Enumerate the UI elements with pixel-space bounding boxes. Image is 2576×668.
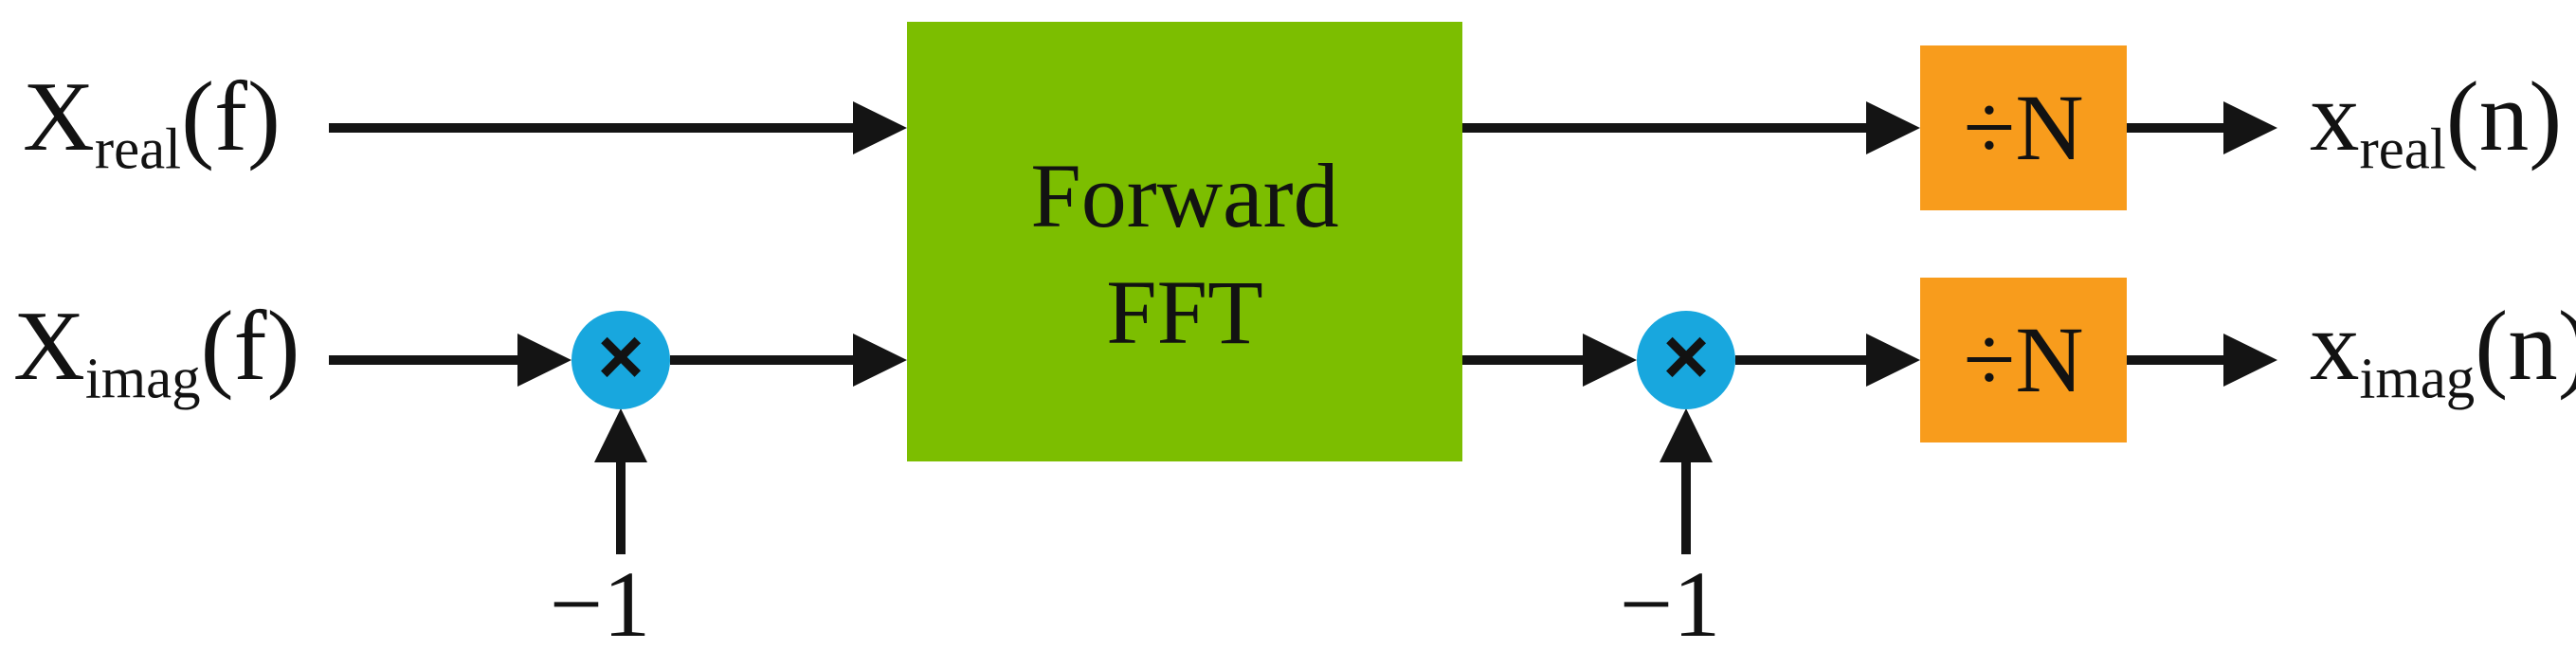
- signal-subscript: imag: [84, 347, 201, 411]
- negative-one-label-input: −1: [549, 551, 651, 657]
- signal-argument: (n): [2445, 61, 2563, 172]
- negative-one-label-output: −1: [1619, 551, 1721, 657]
- signal-label-output-real: xreal(n): [2310, 66, 2562, 178]
- signal-label-output-imag: ximag(n): [2310, 296, 2576, 407]
- multiply-icon: ×: [597, 312, 644, 401]
- signal-subscript: real: [94, 117, 182, 182]
- arrowhead-fft-input-imag-icon: [853, 334, 907, 387]
- arrowhead-divide-top-icon: [1866, 101, 1920, 154]
- divide-label: ÷N: [1963, 75, 2084, 180]
- arrowhead-input-multiplier-icon: [517, 334, 571, 387]
- arrowhead-neg-one-input-icon: [594, 408, 647, 462]
- arrowhead-neg-one-output-icon: [1660, 408, 1713, 462]
- signal-argument: (f): [181, 61, 281, 172]
- signal-base: X: [13, 290, 85, 401]
- signal-base: X: [23, 61, 95, 172]
- arrowhead-divide-bottom-icon: [1866, 334, 1920, 387]
- signal-argument: (n): [2475, 290, 2576, 401]
- signal-subscript: imag: [2359, 347, 2476, 411]
- signal-subscript: real: [2359, 117, 2446, 182]
- multiplier-node-input: ×: [571, 311, 670, 409]
- arrowhead-input-real-icon: [853, 101, 907, 154]
- signal-base: x: [2310, 61, 2360, 172]
- multiply-icon: ×: [1662, 312, 1710, 401]
- multiplier-node-output: ×: [1637, 311, 1735, 409]
- signal-label-input-real: Xreal(f): [23, 66, 281, 178]
- divide-by-n-block-top: ÷N: [1920, 45, 2127, 210]
- signal-label-input-imag: Ximag(f): [13, 296, 300, 407]
- arrowhead-output-multiplier-icon: [1583, 334, 1637, 387]
- forward-fft-block: Forward FFT: [907, 22, 1462, 461]
- signal-argument: (f): [200, 290, 300, 401]
- fft-label-line2: FFT: [1106, 262, 1263, 363]
- divide-by-n-block-bottom: ÷N: [1920, 278, 2127, 442]
- arrowhead-output-imag-icon: [2223, 334, 2277, 387]
- signal-base: x: [2310, 290, 2360, 401]
- divide-label: ÷N: [1963, 307, 2084, 412]
- arrowhead-output-real-icon: [2223, 101, 2277, 154]
- fft-label-line1: Forward: [1030, 145, 1339, 247]
